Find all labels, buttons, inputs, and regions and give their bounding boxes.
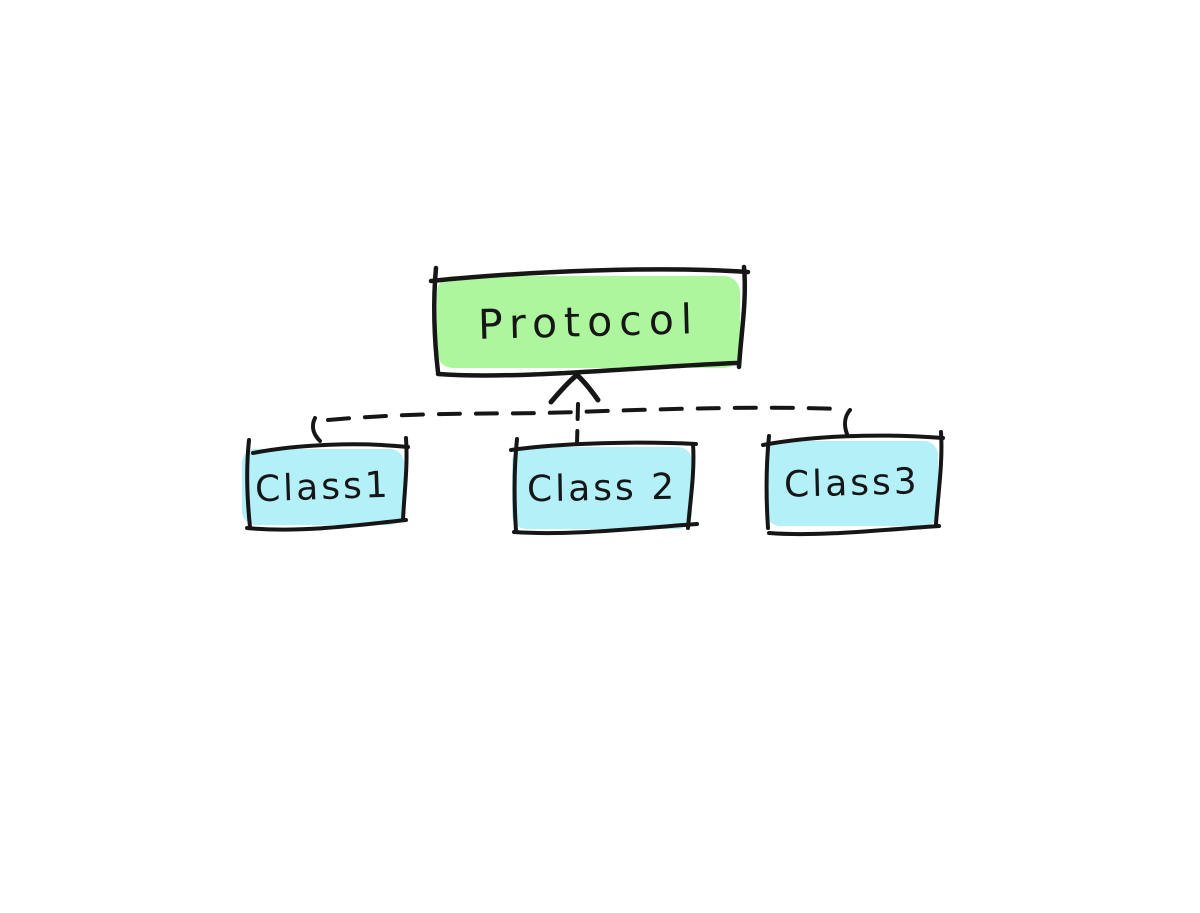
- protocol-node: Protocol: [437, 276, 740, 368]
- class2-node-label: Class 2: [526, 466, 678, 510]
- class3-node-label: Class3: [783, 461, 921, 506]
- class1-connector-stub: [310, 416, 322, 443]
- class1-node-label: Class1: [254, 464, 392, 510]
- class1-node: Class1: [242, 449, 404, 525]
- inheritance-arrowhead: [548, 372, 601, 405]
- protocol-node-label: Protocol: [477, 295, 700, 349]
- dashed-connector-line: [326, 405, 842, 422]
- class3-connector-stub: [843, 408, 852, 436]
- class2-node: Class 2: [512, 447, 692, 529]
- class3-node: Class3: [766, 441, 938, 526]
- class2-connector-stub: [575, 402, 580, 446]
